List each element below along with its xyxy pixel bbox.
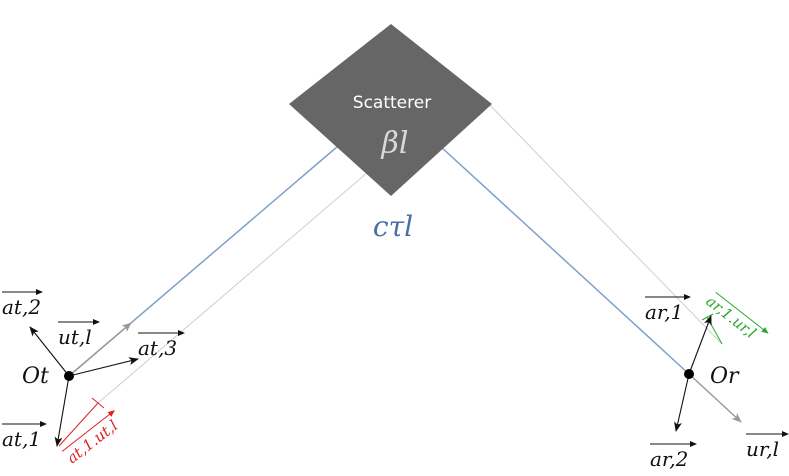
tx-projection-end — [91, 397, 105, 409]
rx-projection-end — [701, 313, 714, 321]
scatterer-coefficient: βl — [381, 126, 409, 161]
tx-a1-label: at,1 — [2, 427, 41, 451]
tx-origin-label: Ot — [22, 364, 49, 389]
rx-a2-label: ar,2 — [650, 447, 688, 471]
scatterer-shape — [289, 24, 492, 196]
tx-unit-vector — [68, 322, 132, 377]
tx-vector-a3 — [68, 357, 139, 377]
tx-projection-annotation: at,1.ut,l — [61, 410, 121, 467]
tx-origin-point — [64, 371, 74, 381]
rx-vector-a1 — [688, 315, 712, 375]
tx-vector-a2 — [29, 326, 70, 377]
tx-u-label: ut,l — [58, 325, 92, 349]
rx-guide-line — [482, 97, 723, 345]
tx-guide-line — [97, 171, 369, 404]
rx-u-label: ur,l — [746, 437, 779, 461]
scatterer-label: Scatterer — [353, 93, 431, 113]
tx-a2-label: at,2 — [2, 295, 41, 319]
tx-projection-label: at,1.ut,l — [63, 416, 121, 467]
tx-vector-a1 — [54, 375, 70, 447]
rx-unit-vector — [688, 373, 742, 423]
rx-a1-label: ar,1 — [645, 300, 683, 324]
tx-a3-label: at,3 — [138, 336, 177, 360]
path-delay-label: cτl — [373, 210, 413, 243]
tx-projection-segment — [58, 402, 99, 447]
rx-origin-point — [684, 369, 694, 379]
rx-vector-a2 — [674, 373, 690, 432]
rx-origin-label: Or — [710, 364, 740, 389]
rx-path-line — [439, 145, 690, 375]
rx-projection-annotation: ar,1.ur,l — [703, 292, 769, 342]
